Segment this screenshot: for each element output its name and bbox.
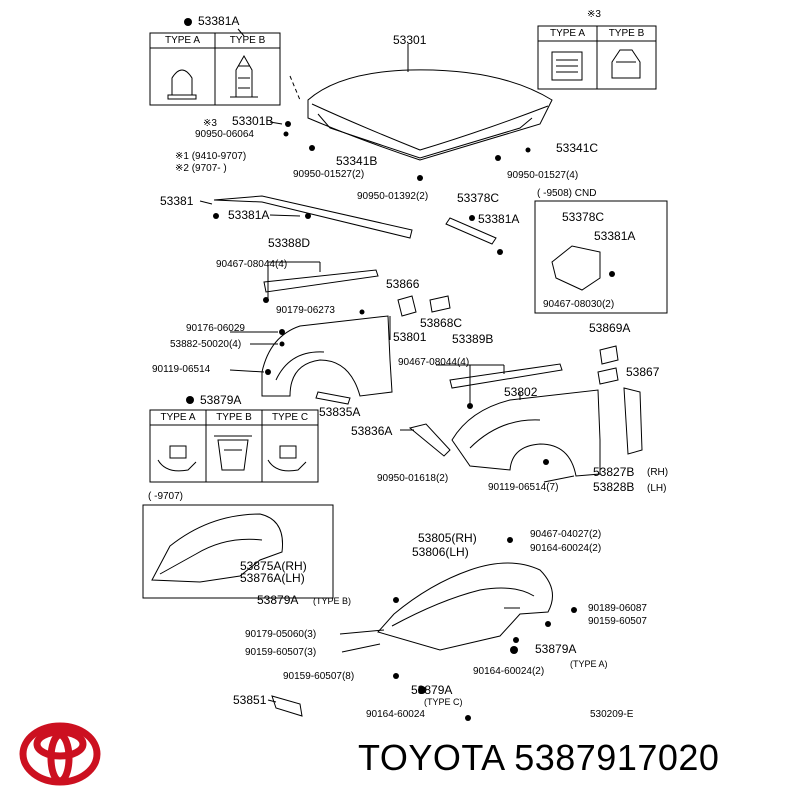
label-53882-50020: 53882-50020(4) <box>170 339 242 350</box>
type-header-mid-b: TYPE B <box>216 412 252 423</box>
label-53341C: 53341C <box>556 141 599 155</box>
label-53806: 53806(LH) <box>412 545 469 559</box>
label-90189-06087: 90189-06087 <box>588 603 647 614</box>
label-90467-04027: 90467-04027(2) <box>530 529 602 540</box>
label-9707: ( -9707) <box>148 491 184 502</box>
label-53301B: 53301B <box>232 114 274 128</box>
brand-name: TOYOTA <box>358 737 504 778</box>
label-90159-60507-3: 90159-60507(3) <box>245 647 317 658</box>
label-lh: (LH) <box>647 483 667 494</box>
type-box-top-right <box>537 25 657 90</box>
label-53869A: 53869A <box>589 321 631 335</box>
type-header-top-a: TYPE A <box>164 35 200 46</box>
label-53827B: 53827B <box>593 465 635 479</box>
label-reference-code: 530209-E <box>590 709 634 720</box>
label-90467-08044-a: 90467-08044(4) <box>216 259 288 270</box>
type-header-mid-a: TYPE A <box>160 412 196 423</box>
hood-seals <box>213 195 563 389</box>
label-53868C: 53868C <box>420 316 463 330</box>
label-90119-06514-7: 90119-06514(7) <box>488 482 559 493</box>
label-53381A-right: 53381A <box>478 212 520 226</box>
label-53388D: 53388D <box>268 236 311 250</box>
label-90950-01618: 90950-01618(2) <box>377 473 449 484</box>
fasteners <box>184 18 615 721</box>
label-type-b: (TYPE B) <box>313 596 352 606</box>
label-53828B: 53828B <box>593 480 635 494</box>
label-53836A: 53836A <box>351 424 393 438</box>
label-53802: 53802 <box>504 385 538 399</box>
fender-liner-53805 <box>271 562 553 717</box>
label-53879A-typea: 53879A <box>535 642 577 656</box>
label-53879A-typeb: 53879A <box>257 593 299 607</box>
fender-53802 <box>451 389 601 477</box>
label-90950-06064: 90950-06064 <box>195 129 254 140</box>
clip-type-box-mid <box>149 409 319 483</box>
label-90119-06514: 90119-06514 <box>152 364 211 375</box>
label-type-c: (TYPE C) <box>424 697 463 707</box>
label-53341B: 53341B <box>336 154 378 168</box>
label-type-a: (TYPE A) <box>570 659 608 669</box>
type-header-tr-a: TYPE A <box>549 28 585 39</box>
label-90467-08044-b: 90467-08044(4) <box>398 357 470 368</box>
label-90159-60507-8: 90159-60507(8) <box>283 671 355 682</box>
label-53389B: 53389B <box>452 332 494 346</box>
label-90950-01527-2: 90950-01527(2) <box>293 169 365 180</box>
leader-lines <box>199 28 575 703</box>
label-90159-60507: 90159-60507 <box>588 616 647 627</box>
label-note-2: ※2 (9707- ) <box>175 163 227 174</box>
label-90164-60024-b: 90164-60024(2) <box>473 666 545 677</box>
label-53378C-box: 53378C <box>562 210 605 224</box>
toyota-logo-icon <box>19 722 101 786</box>
label-53835A: 53835A <box>319 405 361 419</box>
label-rh: (RH) <box>647 467 669 478</box>
label-90950-01392: 90950-01392(2) <box>357 191 429 202</box>
clip-type-box-top <box>149 32 281 106</box>
label-note-1: ※1 (9410-9707) <box>175 151 247 162</box>
label-90467-08030: 90467-08030(2) <box>543 299 615 310</box>
label-90164-60024-a: 90164-60024(2) <box>530 543 602 554</box>
label-53381A-box: 53381A <box>594 229 636 243</box>
cnd-box <box>534 200 668 314</box>
small-brackets <box>315 295 643 457</box>
label-53801: 53801 <box>393 330 427 344</box>
label-53875A: 53875A(RH) <box>240 559 307 573</box>
hood-53301 <box>289 44 553 161</box>
label-53381A-top: 53381A <box>198 14 240 28</box>
label-53381A-mid: 53381A <box>228 208 270 222</box>
label-note-3: ※3 <box>587 9 601 20</box>
type-header-top-b: TYPE B <box>229 35 266 46</box>
label-53867: 53867 <box>626 365 660 379</box>
label-53805: 53805(RH) <box>418 531 477 545</box>
label-note-3b: ※3 <box>203 118 217 129</box>
label-53378C: 53378C <box>457 191 500 205</box>
label-9508-cnd: ( -9508) CND <box>537 188 597 199</box>
label-53879A-typec: 53879A <box>411 683 453 697</box>
label-90164-60024: 90164-60024 <box>366 709 425 720</box>
fender-53801 <box>261 315 393 397</box>
label-53879A-c: 53879A <box>200 393 242 407</box>
type-header-mid-c: TYPE C <box>271 412 309 423</box>
label-90179-05060: 90179-05060(3) <box>245 629 317 640</box>
brand-footer: TOYOTA 5387917020 <box>358 738 719 778</box>
label-53851: 53851 <box>233 693 267 707</box>
part-number: 5387917020 <box>514 737 720 778</box>
label-53876A: 53876A(LH) <box>240 571 305 585</box>
label-90176-06029: 90176-06029 <box>186 323 245 334</box>
label-90179-06273: 90179-06273 <box>276 305 335 316</box>
label-90950-01527-4: 90950-01527(4) <box>507 170 579 181</box>
label-53866: 53866 <box>386 277 420 291</box>
label-53301: 53301 <box>393 33 427 47</box>
label-53381: 53381 <box>160 194 194 208</box>
type-header-tr-b: TYPE B <box>608 28 645 39</box>
liner-box-old <box>142 504 334 599</box>
